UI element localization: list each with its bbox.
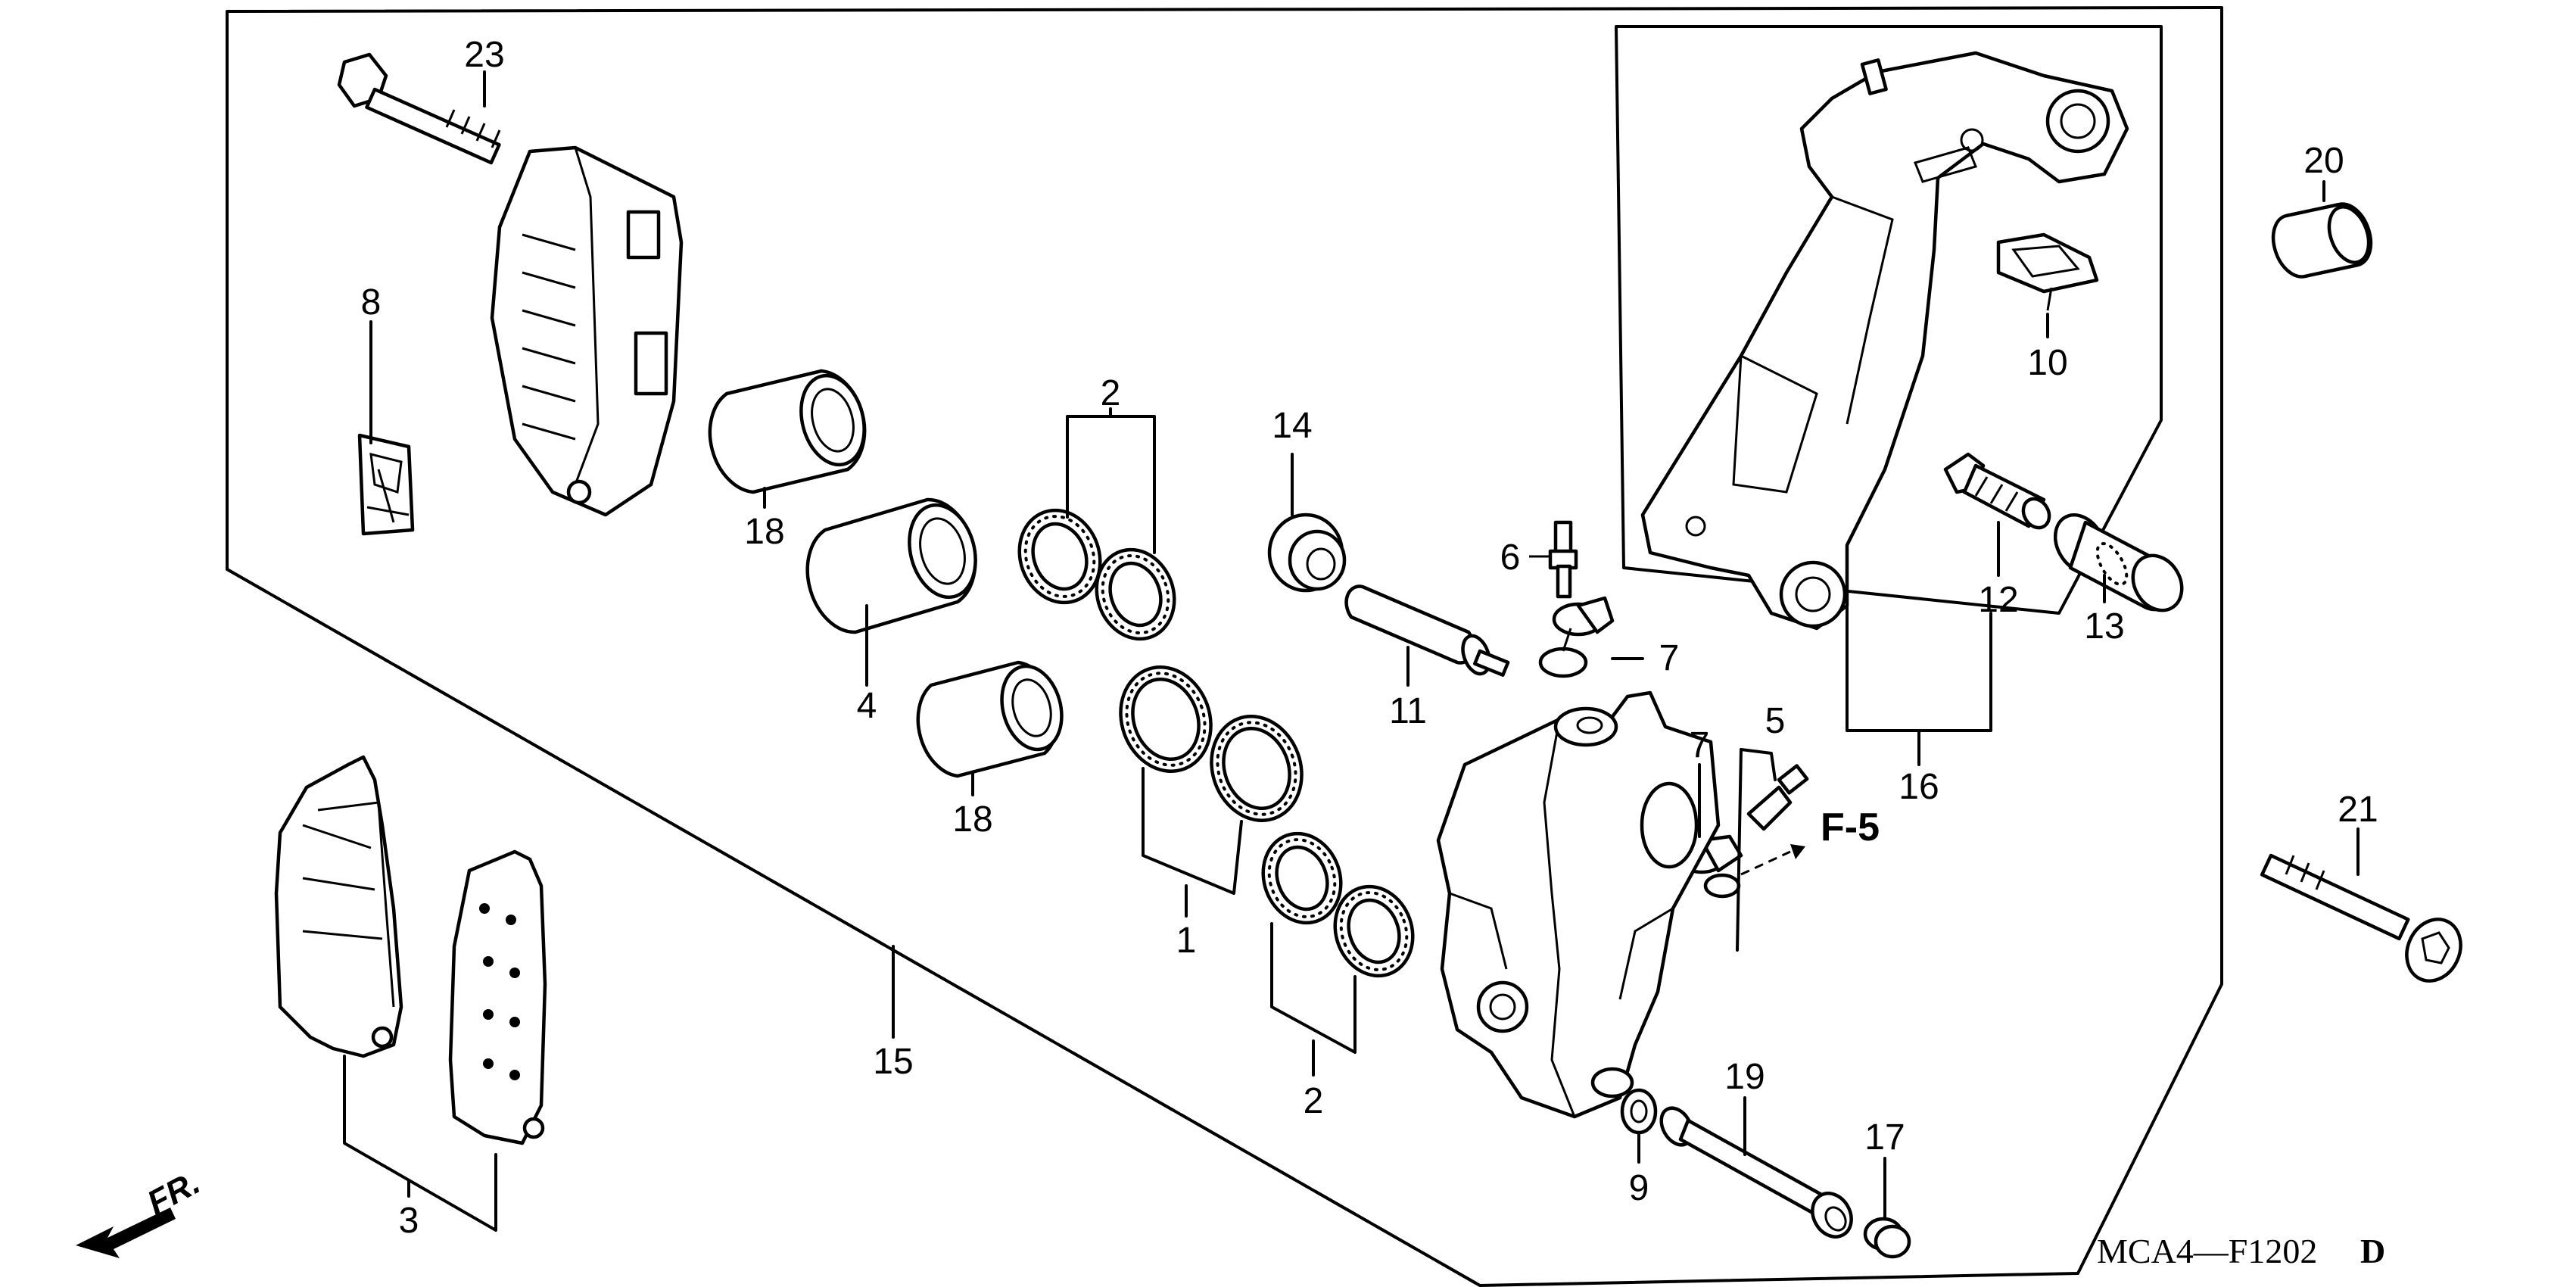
caliper-bracket <box>1640 51 2129 631</box>
callout-1: 1 <box>1176 921 1197 961</box>
part-8-pad-spring <box>357 433 415 536</box>
part-3-brake-pad-outer <box>274 755 403 1058</box>
part-6-bleed-valve <box>1529 520 1578 599</box>
bracket-assembly-outline <box>1615 25 2163 615</box>
part-3-brake-pad-inner <box>448 849 547 1145</box>
front-marker-label: FR. <box>142 1164 207 1222</box>
callout-2-lower: 2 <box>1304 1081 1324 1121</box>
callout-11: 11 <box>1389 691 1427 731</box>
part-10-clip <box>1996 232 2099 311</box>
part-7-cap-upper <box>1538 596 1615 678</box>
part-14-cap <box>1267 513 1347 593</box>
part-9-washer <box>1620 1088 1658 1135</box>
part-4-piston <box>805 497 977 634</box>
callout-20: 20 <box>2303 141 2344 181</box>
reference-arrow <box>1740 844 1805 876</box>
part-12-slide-pin <box>1943 452 2051 530</box>
callout-14: 14 <box>1272 406 1312 446</box>
callout-23: 23 <box>464 35 504 75</box>
part-5-bleed-screw <box>1746 764 1809 831</box>
part-1-seals <box>1119 665 1304 822</box>
callout-5: 5 <box>1765 701 1786 741</box>
front-direction-arrow <box>76 1208 176 1258</box>
callout-7-upper: 7 <box>1659 638 1680 678</box>
callout-6: 6 <box>1500 538 1521 578</box>
part-21-bolt <box>2260 853 2462 983</box>
callout-16: 16 <box>1899 767 1939 807</box>
part-2-seals-lower <box>1261 831 1415 978</box>
pad-heatsink-plate <box>490 145 684 517</box>
part-23-bolt <box>337 52 501 165</box>
part-19-pin-bolt <box>1659 1106 1853 1239</box>
callout-7-lower: 7 <box>1690 725 1710 765</box>
callout-8: 8 <box>361 282 382 323</box>
callout-2-upper: 2 <box>1101 373 1121 413</box>
caliper-body <box>1436 690 1721 1119</box>
callout-19: 19 <box>1724 1057 1765 1097</box>
callout-15: 15 <box>873 1042 913 1082</box>
callout-18-lower: 18 <box>952 799 992 840</box>
callout-12: 12 <box>1978 580 2018 620</box>
diagram-code: MCA4—F1202 <box>2097 1232 2317 1270</box>
leader-15-dashdot <box>226 568 1481 1287</box>
callout-17: 17 <box>1864 1117 1905 1158</box>
callout-4: 4 <box>857 686 877 726</box>
diagram-code-suffix: D <box>2360 1232 2385 1270</box>
callout-13: 13 <box>2084 606 2124 647</box>
part-11-pin <box>1344 584 1510 677</box>
callout-labels: 23 8 18 4 18 2 1 2 14 11 6 7 7 5 9 19 17… <box>361 35 2378 1241</box>
callout-9: 9 <box>1629 1168 1649 1208</box>
part-20-collar <box>2271 202 2373 279</box>
callout-10: 10 <box>2027 343 2067 383</box>
leader-lines <box>343 70 2360 1232</box>
reference-f5: F-5 <box>1821 806 1880 849</box>
part-2-seals-upper <box>1017 508 1176 641</box>
part-13-boot <box>2053 513 2184 612</box>
callout-3: 3 <box>399 1201 419 1241</box>
callout-18-upper: 18 <box>744 512 784 552</box>
part-18-piston-lower <box>916 660 1064 778</box>
part-18-piston-upper <box>708 369 867 494</box>
part-17-plug <box>1863 1217 1911 1259</box>
callout-21: 21 <box>2338 790 2378 830</box>
